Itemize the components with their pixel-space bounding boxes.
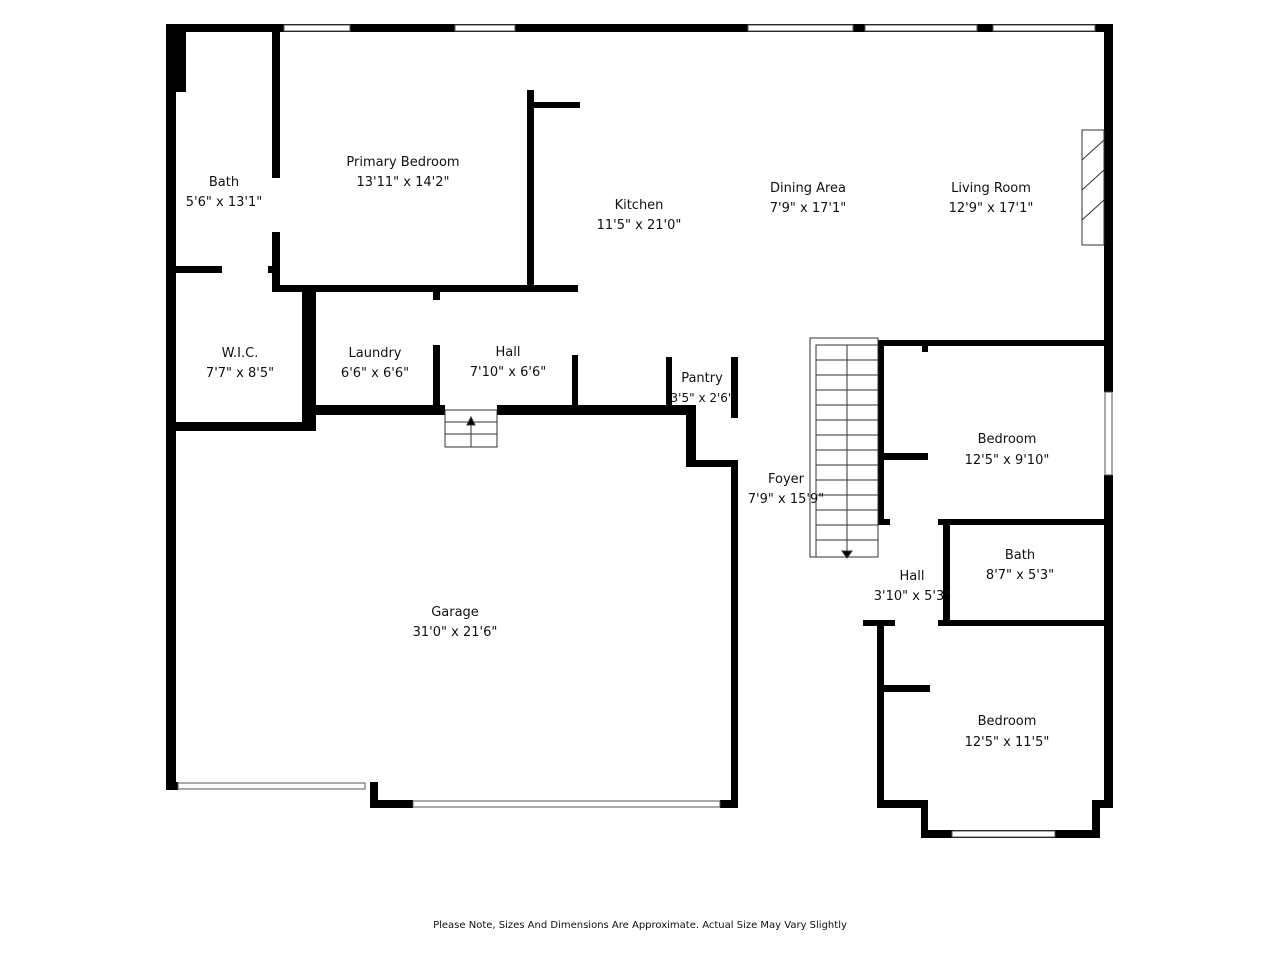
room-name: Hall [900,569,925,584]
room-dims: 7'9" x 15'9" [748,492,824,507]
room-dims: 3'10" x 5'3" [874,589,950,604]
room-dims: 7'9" x 17'1" [770,201,846,216]
room-labels: Bath 5'6" x 13'1" Primary Bedroom 13'11"… [186,155,1054,750]
room-dims: 31'0" x 21'6" [413,625,498,640]
room-name: Hall [496,345,521,360]
room-name: Bedroom [978,432,1037,447]
staircase [809,337,879,559]
room-dims: 8'7" x 5'3" [986,568,1054,583]
room-name: Laundry [349,346,402,361]
room-name: Bath [1005,548,1035,563]
room-name: W.I.C. [222,346,259,361]
disclaimer-note: Please Note, Sizes And Dimensions Are Ap… [433,920,847,931]
fireplace-icon [1081,129,1105,246]
room-name: Primary Bedroom [346,155,459,170]
room-name: Living Room [951,181,1031,196]
room-dims: 12'5" x 9'10" [965,453,1050,468]
room-name: Foyer [768,472,805,487]
room-dims: 11'5" x 21'0" [597,218,682,233]
garage-steps [444,409,498,448]
room-name: Bath [209,175,239,190]
walls [166,24,1113,838]
room-dims: 5'6" x 13'1" [186,195,262,210]
room-name: Kitchen [615,198,664,213]
room-name: Garage [431,605,479,620]
room-dims: 7'7" x 8'5" [206,366,274,381]
room-dims: 13'11" x 14'2" [357,175,450,190]
room-name: Bedroom [978,714,1037,729]
room-name: Pantry [681,371,723,386]
room-dims: 7'10" x 6'6" [470,365,546,380]
room-dims: 6'6" x 6'6" [341,366,409,381]
windows [177,24,1113,838]
room-dims: 3'5" x 2'6" [671,391,734,405]
room-dims: 12'5" x 11'5" [965,735,1050,750]
room-name: Dining Area [770,181,846,196]
room-dims: 12'9" x 17'1" [949,201,1034,216]
